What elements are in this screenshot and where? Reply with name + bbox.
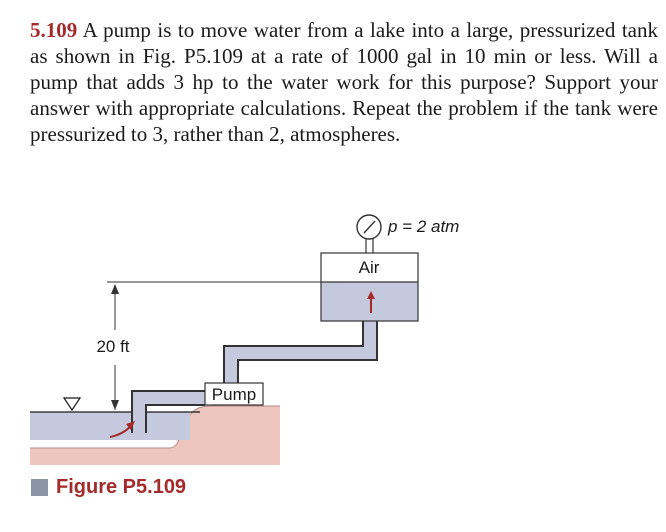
pressure-label: p = 2 atm bbox=[387, 217, 459, 236]
caption-marker-icon bbox=[31, 479, 48, 496]
inlet-flow-arrowhead bbox=[126, 421, 135, 430]
ground-bank bbox=[30, 406, 280, 465]
tank-flow-arrowhead bbox=[367, 291, 375, 299]
gauge-needle bbox=[363, 220, 376, 234]
free-surface-symbol bbox=[62, 397, 82, 412]
pipe-water bbox=[133, 307, 376, 433]
lake-slope-water bbox=[150, 412, 190, 440]
ground-slope bbox=[169, 405, 280, 449]
figure-diagram: Pump Air p = 2 atm 20 ft bbox=[0, 205, 666, 465]
pump-label: Pump bbox=[212, 385, 256, 404]
tank-water bbox=[321, 282, 418, 321]
problem-text: A pump is to move water from a lake into… bbox=[30, 18, 659, 146]
caption-text: Figure P5.109 bbox=[56, 476, 187, 498]
dimension-arrow-down bbox=[111, 400, 119, 410]
problem-number: 5.109 bbox=[30, 18, 78, 42]
pump-box bbox=[204, 382, 264, 406]
height-label: 20 ft bbox=[96, 337, 129, 356]
air-label: Air bbox=[359, 258, 380, 277]
dimension-arrow-up bbox=[111, 284, 119, 294]
figure-caption: Figure P5.109 bbox=[31, 476, 186, 499]
pump-system-diagram: Pump Air p = 2 atm 20 ft bbox=[30, 214, 459, 465]
tank bbox=[320, 252, 419, 322]
problem-statement: 5.109 A pump is to move water from a lak… bbox=[30, 17, 658, 147]
